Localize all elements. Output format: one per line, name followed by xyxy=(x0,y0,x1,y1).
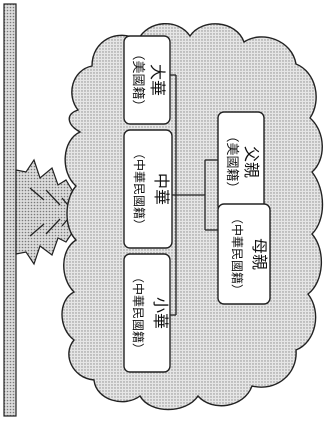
dahua-label: 大華 xyxy=(148,64,167,96)
dahua-nationality: （美國籍） xyxy=(130,47,146,112)
child-box-zhonghua: 中華 （中華民國籍） xyxy=(123,129,173,249)
tree-canopy xyxy=(61,22,324,411)
xiaohua-label: 小華 xyxy=(151,297,170,329)
child-box-dahua: 大華 （美國籍） xyxy=(123,35,171,125)
mother-box: 母親 （中華民國籍） xyxy=(217,203,271,305)
ground-strip xyxy=(3,3,17,417)
zhonghua-label: 中華 xyxy=(152,173,171,205)
mother-nationality: （中華民國籍） xyxy=(230,212,245,296)
father-box: 父親 （美國籍） xyxy=(217,111,265,213)
father-label: 父親 xyxy=(242,146,261,178)
mother-label: 母親 xyxy=(250,238,269,270)
child-box-xiaohua: 小華 （中華民國籍） xyxy=(123,253,171,373)
xiaohua-nationality: （中華民國籍） xyxy=(131,271,146,355)
father-nationality: （美國籍） xyxy=(224,129,240,194)
zhonghua-nationality: （中華民國籍） xyxy=(132,147,147,231)
